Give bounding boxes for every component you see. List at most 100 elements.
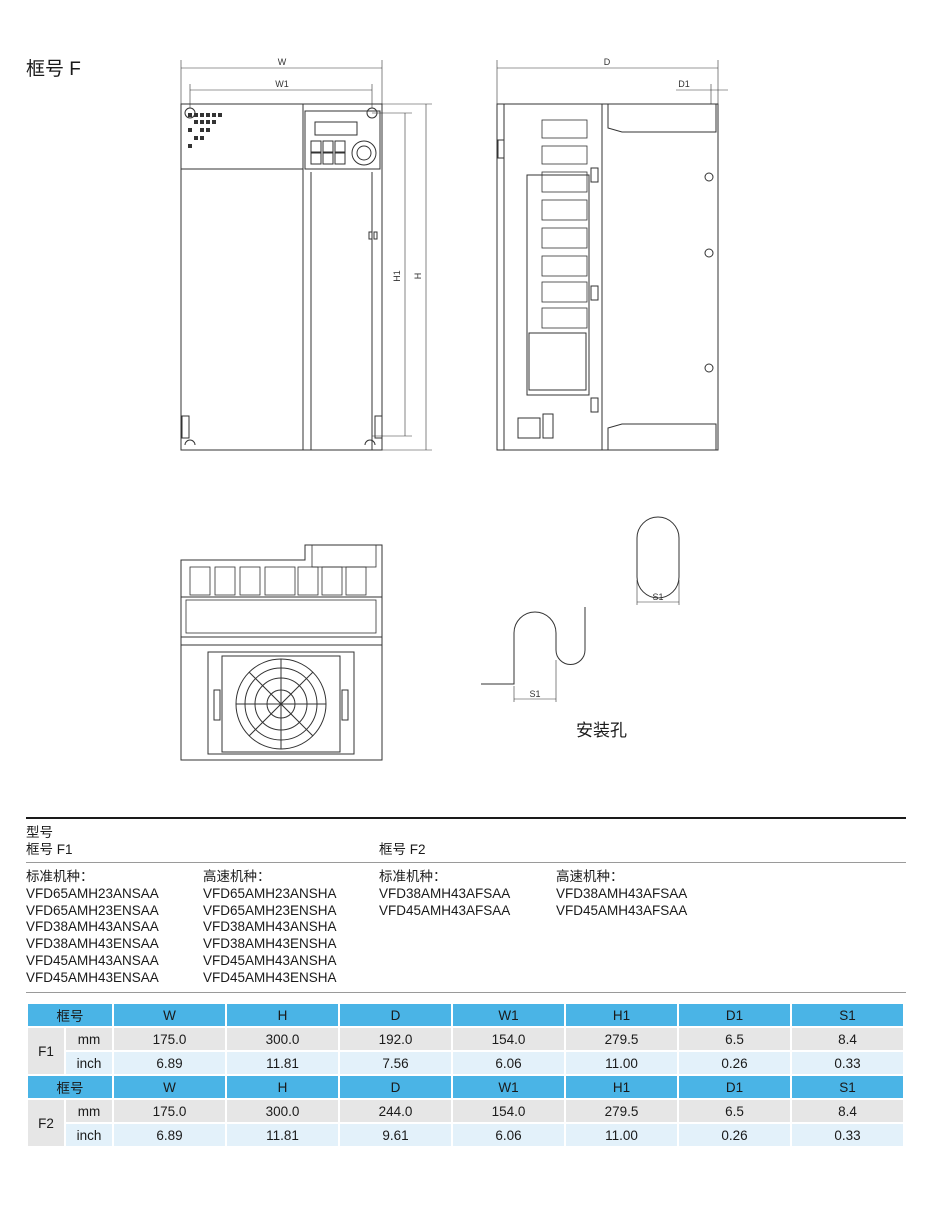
f1-standard-models: 标准机种： VFD65AMH23ANSAA VFD65AMH23ENSAA VF… (26, 869, 159, 987)
table-cell: 192.0 (340, 1028, 451, 1050)
dim-label-d: D (604, 57, 611, 67)
models-heading: 型号 (26, 825, 53, 840)
table-cell: 154.0 (453, 1100, 564, 1122)
model-item: VFD45AMH43AFSAA (379, 902, 511, 918)
dim-label-w1: W1 (275, 79, 289, 89)
header-cell: H (227, 1076, 338, 1098)
front-view-drawing: W W1 H1 H (180, 57, 432, 451)
dimensions-table: 框号 W H D W1 H1 D1 S1 F1 mm 175.0 300.0 1… (26, 1002, 905, 1148)
table-cell: 8.4 (792, 1028, 903, 1050)
f1-highspeed-models: 高速机种： VFD65AMH23ANSHA VFD65AMH23ENSHA VF… (203, 869, 337, 987)
frame-cell: F1 (28, 1028, 64, 1074)
header-cell: S1 (792, 1076, 903, 1098)
model-item: VFD45AMH43ENSAA (26, 969, 159, 985)
table-row: inch 6.89 11.81 7.56 6.06 11.00 0.26 0.3… (28, 1052, 903, 1074)
header-cell: 框号 (28, 1076, 112, 1098)
table-cell: 6.06 (453, 1052, 564, 1074)
dim-label-h: H (413, 273, 423, 280)
technical-drawings: W W1 H1 H D D1 (180, 57, 728, 761)
mounting-hole-label: 安装孔 (576, 721, 627, 740)
table-cell: 0.26 (679, 1124, 790, 1146)
header-cell: D (340, 1076, 451, 1098)
dim-label-w: W (278, 57, 287, 67)
table-row: F2 mm 175.0 300.0 244.0 154.0 279.5 6.5 … (28, 1100, 903, 1146)
table-cell: 0.33 (792, 1052, 903, 1074)
model-item: VFD38AMH43ENSHA (203, 936, 337, 952)
table-cell: 175.0 (114, 1028, 225, 1050)
table-header-row: 框号 W H D W1 H1 D1 S1 (28, 1076, 903, 1098)
table-cell: 175.0 (114, 1100, 225, 1122)
dim-label-s1-bottom: S1 (529, 689, 540, 699)
table-cell: 7.56 (340, 1052, 451, 1074)
frame-f2-label: 框号 F2 (379, 842, 426, 857)
table-cell: 279.5 (566, 1028, 677, 1050)
side-view-drawing: D D1 (496, 57, 728, 451)
f2-standard-models: 标准机种： VFD38AMH43AFSAA VFD45AMH43AFSAA (379, 869, 510, 919)
table-row: F1 mm 175.0 300.0 192.0 154.0 279.5 6.5 … (28, 1028, 903, 1074)
table-divider (26, 992, 906, 993)
model-item: VFD45AMH43ANSHA (203, 952, 337, 968)
model-item: VFD65AMH23ANSAA (26, 885, 159, 901)
f2-standard-title: 标准机种： (379, 869, 447, 884)
header-cell: H1 (566, 1076, 677, 1098)
table-cell: 11.00 (566, 1124, 677, 1146)
bottom-view-drawing (180, 544, 383, 761)
model-item: VFD38AMH43AFSAA (379, 885, 511, 901)
table-cell: 244.0 (340, 1100, 451, 1122)
table-cell: 8.4 (792, 1100, 903, 1122)
frame-f1-label: 框号 F1 (26, 842, 73, 857)
header-cell: 框号 (28, 1004, 112, 1026)
unit-cell: inch (66, 1052, 112, 1074)
header-cell: D (340, 1004, 451, 1026)
frame-cell: F2 (28, 1100, 64, 1146)
header-cell: W (114, 1004, 225, 1026)
table-cell: 11.00 (566, 1052, 677, 1074)
header-cell: S1 (792, 1004, 903, 1026)
header-cell: H1 (566, 1004, 677, 1026)
model-item: VFD38AMH43ANSHA (203, 919, 337, 935)
header-cell: W1 (453, 1076, 564, 1098)
header-cell: W (114, 1076, 225, 1098)
frame-title: 框号 F (26, 59, 81, 80)
table-cell: 11.81 (227, 1052, 338, 1074)
table-cell: 300.0 (227, 1028, 338, 1050)
mounting-hole-drawing: S1 S1 (481, 516, 680, 702)
f2-highspeed-title: 高速机种： (556, 869, 624, 884)
model-item: VFD45AMH43ENSHA (203, 969, 337, 985)
table-cell: 0.33 (792, 1124, 903, 1146)
table-cell: 0.26 (679, 1052, 790, 1074)
table-cell: 279.5 (566, 1100, 677, 1122)
model-item: VFD38AMH43ANSAA (26, 919, 159, 935)
model-item: VFD45AMH43AFSAA (556, 902, 688, 918)
dim-label-h1: H1 (392, 270, 402, 282)
models-divider (26, 862, 906, 863)
table-cell: 9.61 (340, 1124, 451, 1146)
table-cell: 154.0 (453, 1028, 564, 1050)
f2-highspeed-models: 高速机种： VFD38AMH43AFSAA VFD45AMH43AFSAA (556, 869, 687, 919)
table-cell: 6.06 (453, 1124, 564, 1146)
header-cell: W1 (453, 1004, 564, 1026)
dim-label-s1-top: S1 (652, 592, 663, 602)
header-cell: D1 (679, 1076, 790, 1098)
table-cell: 300.0 (227, 1100, 338, 1122)
header-cell: D1 (679, 1004, 790, 1026)
unit-cell: mm (66, 1100, 112, 1122)
f1-standard-title: 标准机种： (26, 869, 94, 884)
table-cell: 6.5 (679, 1028, 790, 1050)
table-cell: 6.5 (679, 1100, 790, 1122)
unit-cell: inch (66, 1124, 112, 1146)
section-divider (26, 817, 906, 819)
model-item: VFD65AMH23ENSAA (26, 902, 159, 918)
dim-label-d1: D1 (678, 79, 690, 89)
model-item: VFD38AMH43AFSAA (556, 885, 688, 901)
model-item: VFD38AMH43ENSAA (26, 936, 159, 952)
table-cell: 11.81 (227, 1124, 338, 1146)
table-row: inch 6.89 11.81 9.61 6.06 11.00 0.26 0.3… (28, 1124, 903, 1146)
table-cell: 6.89 (114, 1124, 225, 1146)
unit-cell: mm (66, 1028, 112, 1050)
table-cell: 6.89 (114, 1052, 225, 1074)
model-item: VFD65AMH23ANSHA (203, 885, 337, 901)
model-item: VFD45AMH43ANSAA (26, 952, 159, 968)
header-cell: H (227, 1004, 338, 1026)
table-header-row: 框号 W H D W1 H1 D1 S1 (28, 1004, 903, 1026)
